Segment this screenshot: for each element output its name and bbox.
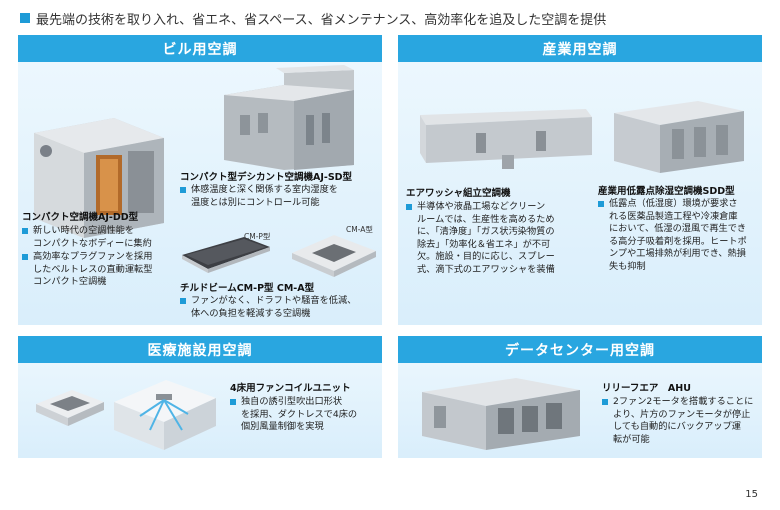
list-item: 半導体や液晶工場などクリーン ルームでは、生産性を高めるため に、「清浄度」「ガ… — [406, 201, 578, 276]
page-number: 15 — [745, 489, 758, 500]
panel-industrial-title: 産業用空調 — [398, 35, 762, 62]
list-item: 低露点（低湿度）環境が要求さ れる医薬品製造工程や冷凍倉庫 において、低湿の湿風… — [598, 198, 760, 273]
list-item: 体感温度と深く関係する室内湿度を 温度とは別にコントロール可能 — [180, 184, 380, 209]
aj-sd-bullets: 体感温度と深く関係する室内湿度を 温度とは別にコントロール可能 — [180, 184, 380, 210]
cm-a-label: CM-A型 — [346, 225, 373, 234]
fan-coil-bullets: 独自の誘引型吹出口形状 を採用、ダクトレスで4床の 個別風量制御を実現 — [230, 396, 380, 435]
fan-coil-name: 4床用ファンコイルユニット — [230, 383, 351, 394]
fan-coil-unit-image — [36, 390, 104, 426]
aj-sd-unit-image — [224, 65, 354, 170]
air-washer-bullets: 半導体や液晶工場などクリーン ルームでは、生産性を高めるため に、「清浄度」「ガ… — [406, 201, 578, 277]
aj-dd-name: コンパクト空調機AJ-DD型 — [22, 212, 139, 223]
list-item: 独自の誘引型吹出口形状 を採用、ダクトレスで4床の 個別風量制御を実現 — [230, 396, 380, 434]
panel-medical-title: 医療施設用空調 — [18, 336, 382, 363]
list-item: 新しい時代の空調性能を コンパクトなボディーに集約 — [22, 225, 182, 250]
aj-sd-name: コンパクト型デシカント空調機AJ-SD型 — [180, 172, 353, 183]
air-washer-unit-image — [420, 109, 592, 169]
chilled-beam-name: チルドビームCM-P型 CM-A型 — [180, 283, 315, 294]
cm-p-label: CM-P型 — [244, 232, 271, 241]
sdd-name: 産業用低露点除湿空調機SDD型 — [598, 186, 735, 197]
chilled-beam-bullets: ファンがなく、ドラフトや騒音を低減、 体への負担を軽減する空調機 — [180, 295, 380, 321]
bullet-square-icon — [20, 13, 30, 23]
aj-dd-bullets: 新しい時代の空調性能を コンパクトなボディーに集約 高効率なプラグファンを採用 … — [22, 225, 182, 290]
sdd-unit-image — [614, 101, 744, 173]
list-item: ファンがなく、ドラフトや騒音を低減、 体への負担を軽減する空調機 — [180, 295, 380, 320]
list-item: 高効率なプラグファンを採用 したベルトレスの直動運転型 コンパクト空調機 — [22, 251, 182, 289]
ahu-unit-image — [422, 378, 580, 450]
ahu-name: リリーフエア AHU — [602, 383, 691, 394]
panel-datacenter-title: データセンター用空調 — [398, 336, 762, 363]
cm-p-unit-image — [182, 237, 270, 273]
panel-datacenter: データセンター用空調 リリーフエア AHU 2ファン2モータを搭載することに よ… — [398, 336, 762, 458]
headline-text: 最先端の技術を取り入れ、省エネ、省スペース、省メンテナンス、高効率化を追及した空… — [36, 12, 607, 28]
aj-dd-unit-image — [34, 118, 164, 238]
list-item: 2ファン2モータを搭載することに より、片方のファンモータが停止 しても自動的に… — [602, 396, 760, 446]
ward-illustration — [114, 380, 216, 450]
panel-industrial: 産業用空調 エアワッシャ組立空調機 半導体や液晶工場などクリーン ルームでは、生… — [398, 35, 762, 325]
ahu-bullets: 2ファン2モータを搭載することに より、片方のファンモータが停止 しても自動的に… — [602, 396, 760, 447]
air-washer-name: エアワッシャ組立空調機 — [406, 188, 511, 199]
panel-building-title: ビル用空調 — [18, 35, 382, 62]
cm-a-unit-image — [292, 235, 376, 277]
panel-building: ビル用空調 コンパクト空調機AJ-DD型 新しい時代の空調性能を コンパクトなボ… — [18, 35, 382, 325]
page-headline: 最先端の技術を取り入れ、省エネ、省スペース、省メンテナンス、高効率化を追及した空… — [20, 8, 606, 28]
sdd-bullets: 低露点（低湿度）環境が要求さ れる医薬品製造工程や冷凍倉庫 において、低湿の湿風… — [598, 198, 760, 274]
panel-medical: 医療施設用空調 4床用ファンコイルユニット 独自の誘引型吹出口形状 を採用、ダク… — [18, 336, 382, 458]
